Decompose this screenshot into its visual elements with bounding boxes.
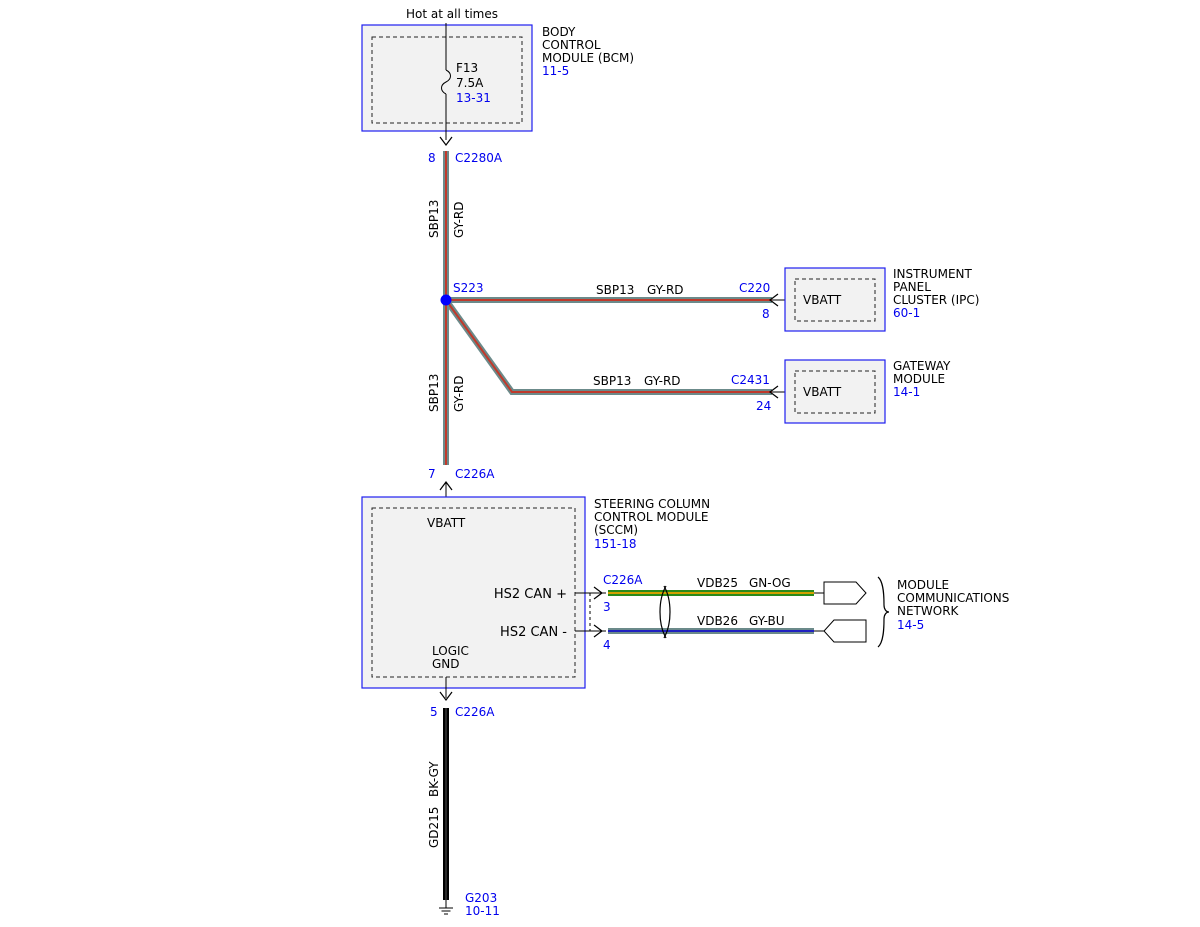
can-high-arrow-icon (593, 586, 603, 600)
gateway-name-line-1: GATEWAY (893, 359, 951, 373)
network-name-line-3: NETWORK (897, 604, 960, 618)
bcm-ref[interactable]: 11-5 (542, 64, 569, 78)
splice-id[interactable]: S223 (453, 281, 484, 295)
sccm-vbatt-label: VBATT (427, 516, 466, 530)
ipc-name-line-2: PANEL (893, 280, 931, 294)
gateway-pin: 24 (756, 399, 771, 413)
fuse-ref[interactable]: 13-31 (456, 91, 491, 105)
sccm-logic-label: LOGIC (432, 644, 469, 658)
ground-ref[interactable]: 10-11 (465, 904, 500, 918)
gateway-connector[interactable]: C2431 (731, 373, 770, 387)
ipc-name-line-1: INSTRUMENT (893, 267, 972, 281)
can-high-circuit: VDB25 (697, 576, 738, 590)
wire-lower-color: GY-RD (452, 375, 466, 412)
network-name-line-1: MODULE (897, 578, 949, 592)
ground-icon[interactable] (439, 900, 453, 915)
sccm-ref[interactable]: 151-18 (594, 537, 637, 551)
bcm-output-pin: 8 (428, 151, 436, 165)
bcm-name-line-3: MODULE (BCM) (542, 51, 634, 65)
wire-gateway-circuit: SBP13 (593, 374, 631, 388)
bcm-module[interactable] (361, 24, 533, 132)
wire-ipc-color: GY-RD (647, 283, 684, 297)
bcm-name-line-1: BODY (542, 25, 576, 39)
can-high-color: GN-OG (749, 576, 791, 590)
ipc-pin-label: VBATT (803, 293, 842, 307)
can-low-flag-icon[interactable] (823, 619, 867, 643)
sccm-name-line-3: (SCCM) (594, 523, 638, 537)
can-high-flag-icon[interactable] (823, 581, 867, 605)
gateway-input-arrow-icon (769, 385, 779, 399)
gateway-module[interactable] (784, 359, 886, 424)
can-low-pin: 4 (603, 638, 611, 652)
sccm-module[interactable] (361, 496, 586, 689)
ipc-module[interactable] (784, 267, 886, 332)
network-ref[interactable]: 14-5 (897, 618, 924, 632)
wire-upper-circuit: SBP13 (427, 200, 441, 238)
ground-output-connector[interactable]: C226A (455, 705, 495, 719)
ground-wire-circuit: GD215 (427, 807, 441, 848)
supply-label: Hot at all times (406, 7, 498, 21)
wire-upper-color: GY-RD (452, 201, 466, 238)
fuse-rating: 7.5A (456, 76, 484, 90)
twisted-pair-icon (659, 585, 671, 639)
wire-gateway-sbp13[interactable] (443, 298, 772, 395)
can-low-arrow-icon (593, 624, 603, 638)
network-name-line-2: COMMUNICATIONS (897, 591, 1009, 605)
can-connector[interactable]: C226A (603, 573, 643, 587)
sccm-can-high-label: HS2 CAN + (494, 587, 567, 602)
fuse-id: F13 (456, 61, 478, 75)
bcm-output-connector[interactable]: C2280A (455, 151, 503, 165)
can-low-color: GY-BU (749, 614, 785, 628)
sccm-gnd-label: GND (432, 657, 460, 671)
sccm-name-line-2: CONTROL MODULE (594, 510, 709, 524)
bcm-output-arrow-icon (439, 136, 453, 146)
fuse-icon[interactable] (441, 69, 451, 95)
ipc-pin: 8 (762, 307, 770, 321)
bcm-name-line-2: CONTROL (542, 38, 601, 52)
wire-ipc-circuit: SBP13 (596, 283, 634, 297)
sccm-can-low-label: HS2 CAN - (500, 625, 567, 640)
ground-id[interactable]: G203 (465, 891, 497, 905)
can-high-pin: 3 (603, 600, 611, 614)
gateway-name-line-2: MODULE (893, 372, 945, 386)
wire-gateway-color: GY-RD (644, 374, 681, 388)
ipc-connector[interactable]: C220 (739, 281, 770, 295)
gateway-ref[interactable]: 14-1 (893, 385, 920, 399)
ground-output-pin: 5 (430, 705, 438, 719)
ipc-ref[interactable]: 60-1 (893, 306, 920, 320)
ipc-input-arrow-icon (769, 293, 779, 307)
sccm-input-connector[interactable]: C226A (455, 467, 495, 481)
ground-wire-color: BK-GY (427, 761, 441, 797)
ground-output-arrow-icon (439, 691, 453, 701)
gateway-pin-label: VBATT (803, 385, 842, 399)
ipc-name-line-3: CLUSTER (IPC) (893, 293, 979, 307)
wire-lower-circuit: SBP13 (427, 374, 441, 412)
network-brace-icon (877, 576, 890, 648)
splice-dot-icon[interactable] (440, 294, 452, 306)
sccm-input-pin: 7 (428, 467, 436, 481)
can-low-circuit: VDB26 (697, 614, 738, 628)
sccm-name-line-1: STEERING COLUMN (594, 497, 710, 511)
